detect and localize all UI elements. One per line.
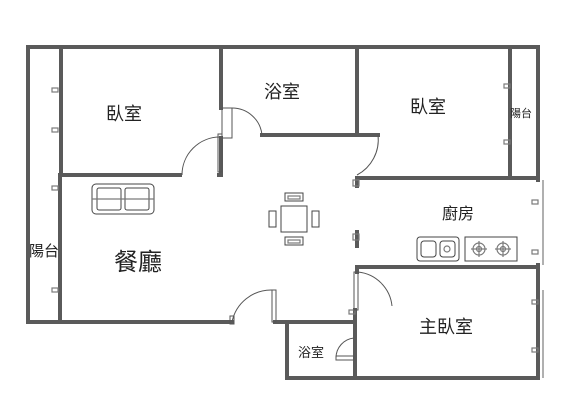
label-bedroom-right: 臥室: [410, 97, 446, 118]
stove-icon: [464, 236, 518, 262]
label-dining-living: 餐廳: [114, 248, 162, 276]
dining-table-icon: [268, 192, 320, 246]
interior-walls: [58, 45, 540, 380]
label-master-bedroom: 主臥室: [419, 317, 473, 338]
label-bath-top: 浴室: [264, 82, 300, 103]
sink-icon: [416, 236, 460, 262]
label-balcony-left: 陽台: [29, 242, 59, 260]
door-swing-icon: [181, 107, 393, 361]
sofa-icon: [91, 183, 155, 215]
label-balcony-right: 陽台: [510, 106, 532, 120]
label-bath-small: 浴室: [298, 345, 324, 361]
window-markers: [51, 83, 544, 378]
label-kitchen: 廚房: [442, 204, 474, 223]
label-bedroom-left: 臥室: [106, 104, 142, 125]
room-labels: 臥室 浴室 臥室 陽台 廚房 陽台 餐廳 浴室 主臥室: [29, 82, 532, 361]
